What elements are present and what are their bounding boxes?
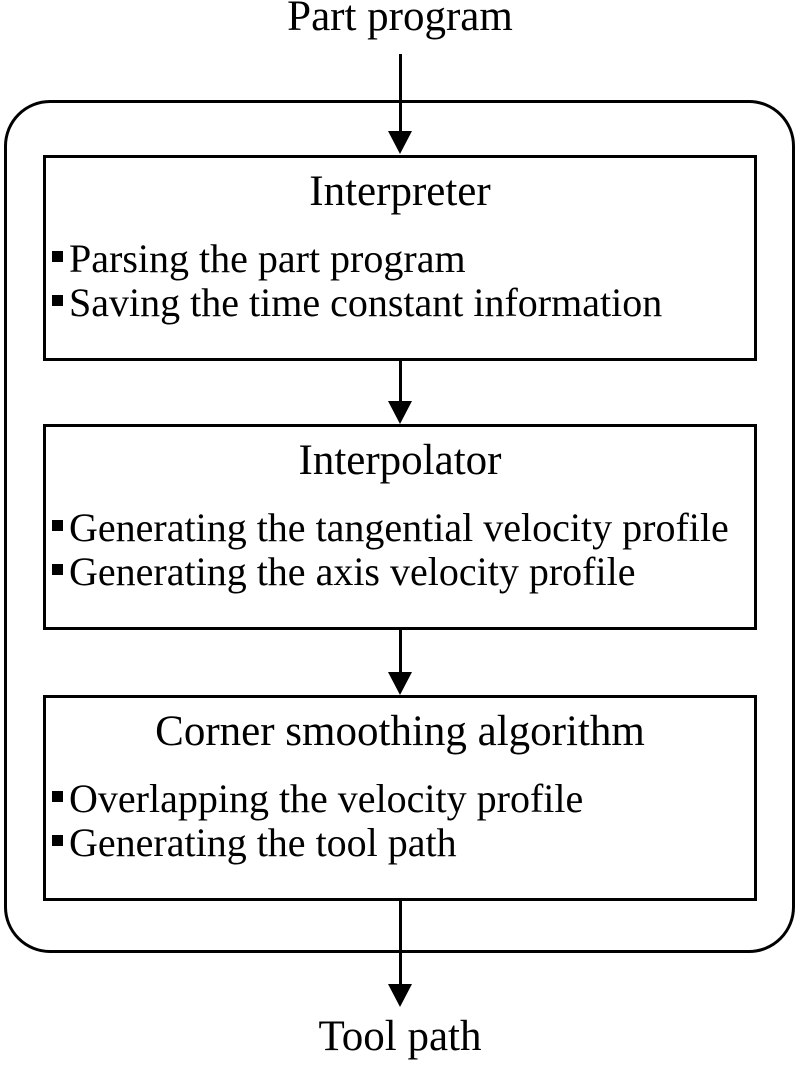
arrow-line <box>398 901 402 984</box>
arrow-head-icon <box>388 131 412 154</box>
process-box-corner-smoothing: Corner smoothing algorithm Overlapping t… <box>43 695 757 901</box>
bullet-item: Parsing the part program <box>52 237 748 281</box>
square-bullet-icon <box>52 294 63 306</box>
arrow-down-icon <box>388 901 413 1007</box>
arrow-head-icon <box>388 672 412 695</box>
arrow-line <box>398 361 402 401</box>
arrow-head-icon <box>388 984 412 1007</box>
bottom-label: Tool path <box>318 1013 482 1060</box>
arrow-line <box>398 54 402 131</box>
bullet-item: Generating the tool path <box>52 821 748 865</box>
arrow-line <box>398 630 402 672</box>
bullet-item: Generating the axis velocity profile <box>52 550 748 594</box>
bullet-text: Overlapping the velocity profile <box>69 776 584 821</box>
bullet-item: Overlapping the velocity profile <box>52 777 748 821</box>
bullet-text: Generating the tool path <box>69 820 457 865</box>
process-box-interpreter: Interpreter Parsing the part program Sav… <box>43 155 757 361</box>
bullet-text: Generating the tangential velocity profi… <box>69 505 729 550</box>
arrow-down-icon <box>388 630 413 695</box>
arrow-down-icon <box>388 54 413 154</box>
box-title: Interpreter <box>309 168 491 215</box>
top-label: Part program <box>287 0 513 40</box>
bullet-text: Saving the time constant information <box>69 280 663 325</box>
process-box-interpolator: Interpolator Generating the tangential v… <box>43 424 757 630</box>
square-bullet-icon <box>52 834 63 846</box>
square-bullet-icon <box>52 519 63 531</box>
square-bullet-icon <box>52 790 63 802</box>
bullet-text: Generating the axis velocity profile <box>69 549 636 594</box>
square-bullet-icon <box>52 250 63 262</box>
arrow-head-icon <box>388 401 412 424</box>
square-bullet-icon <box>52 563 63 575</box>
bullet-item: Generating the tangential velocity profi… <box>52 506 748 550</box>
bullet-text: Parsing the part program <box>69 236 466 281</box>
bullet-item: Saving the time constant information <box>52 281 748 325</box>
box-title: Interpolator <box>298 437 502 484</box>
box-title: Corner smoothing algorithm <box>155 708 645 755</box>
arrow-down-icon <box>388 361 413 424</box>
